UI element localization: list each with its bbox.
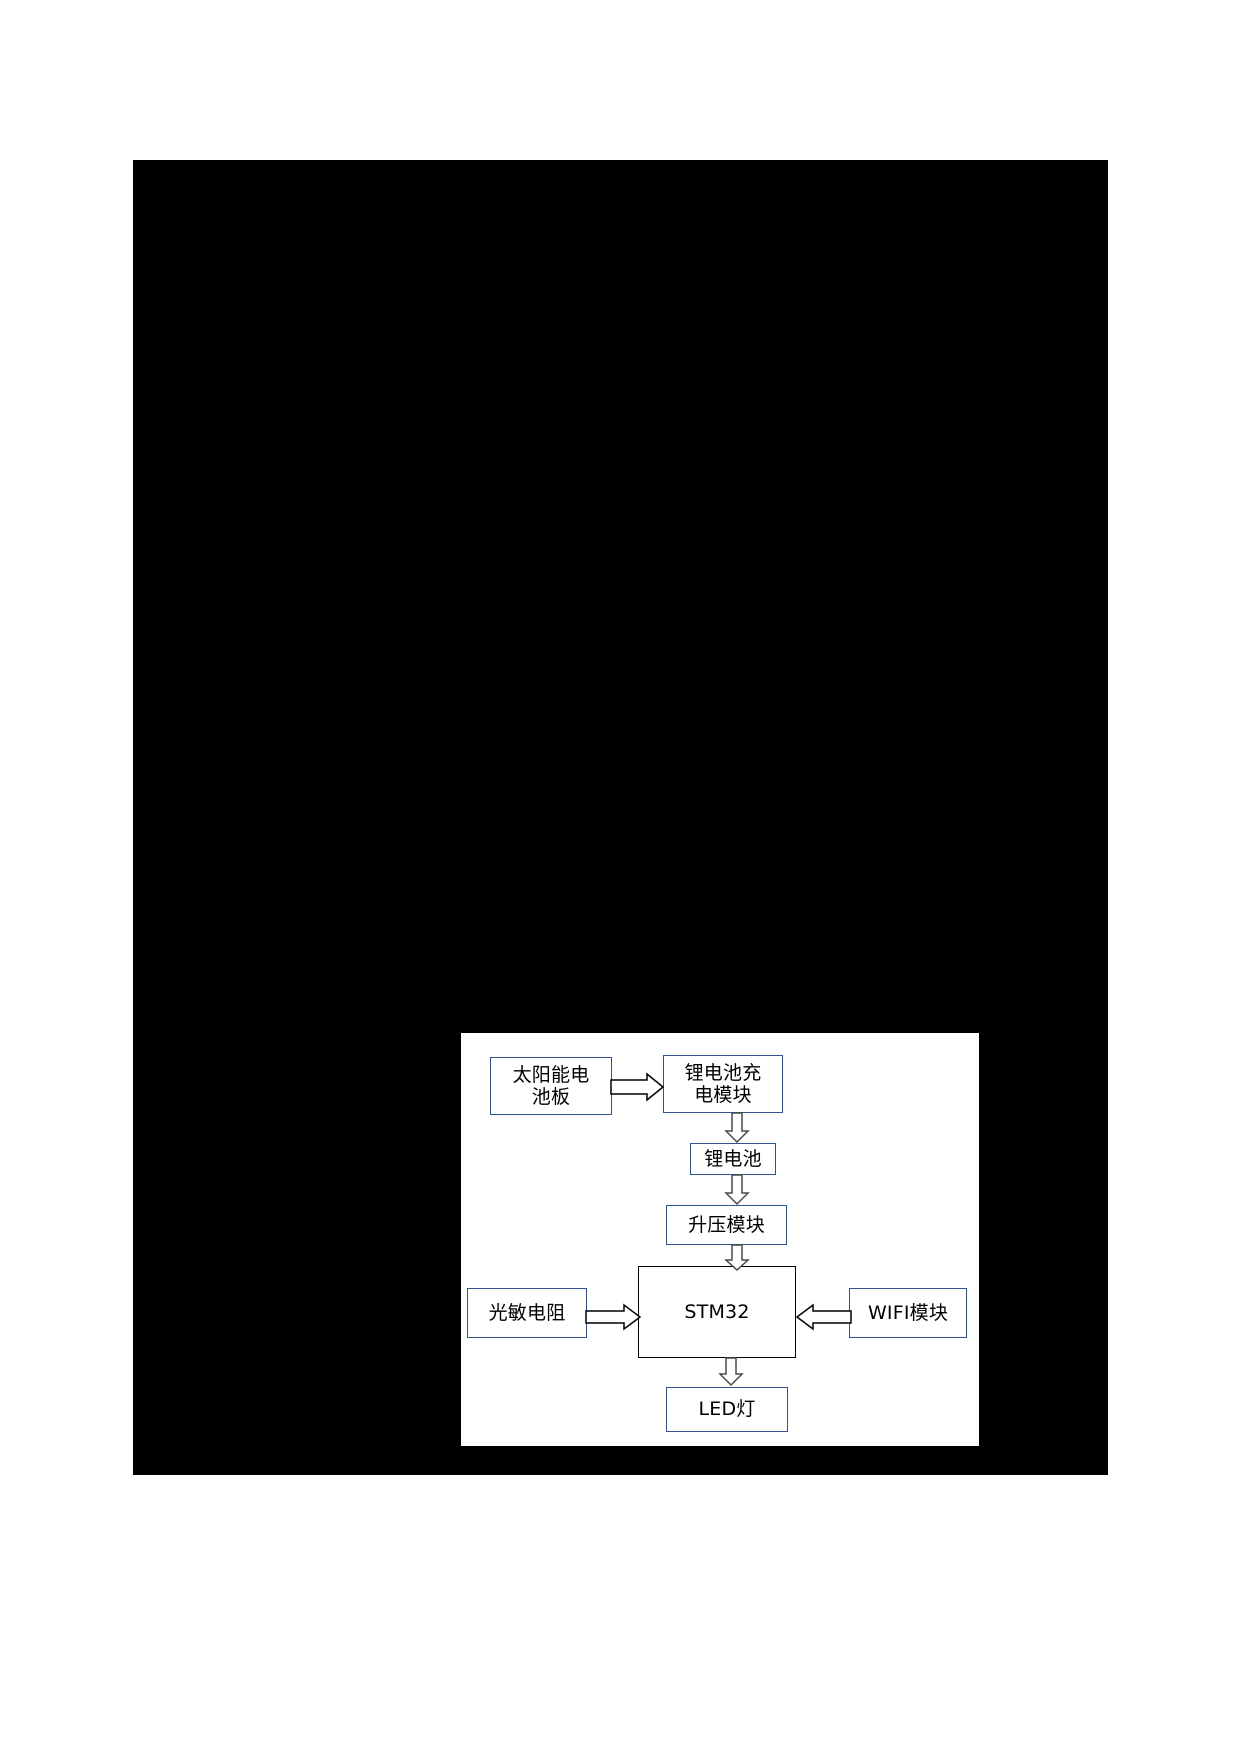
arrow-down-icon-mcu-to-led	[718, 1357, 744, 1387]
document-page: 太阳能电 池板 锂电池充 电模块 锂电池 升压模块 STM32 光敏电阻 WIF…	[133, 160, 1108, 1475]
node-stm32-mcu[interactable]: STM32	[638, 1266, 796, 1358]
node-lithium-battery[interactable]: 锂电池	[690, 1143, 776, 1175]
arrow-right-icon-photoresistor-to-mcu	[585, 1303, 642, 1331]
node-wifi-module[interactable]: WIFI模块	[849, 1288, 967, 1338]
node-charge-module[interactable]: 锂电池充 电模块	[663, 1055, 783, 1113]
arrow-left-icon-wifi-to-mcu	[795, 1303, 852, 1331]
arrow-down-icon-battery-to-boost	[724, 1174, 750, 1206]
node-led-light[interactable]: LED灯	[666, 1387, 788, 1432]
node-solar-panel[interactable]: 太阳能电 池板	[490, 1057, 612, 1115]
node-photoresistor[interactable]: 光敏电阻	[467, 1288, 587, 1338]
arrow-down-icon-charge-to-battery	[724, 1112, 750, 1144]
arrow-down-icon-boost-to-mcu	[724, 1244, 750, 1272]
arrow-right-icon-solar-to-charge	[610, 1072, 665, 1102]
block-diagram-panel: 太阳能电 池板 锂电池充 电模块 锂电池 升压模块 STM32 光敏电阻 WIF…	[461, 1033, 979, 1446]
node-boost-module[interactable]: 升压模块	[666, 1205, 787, 1245]
